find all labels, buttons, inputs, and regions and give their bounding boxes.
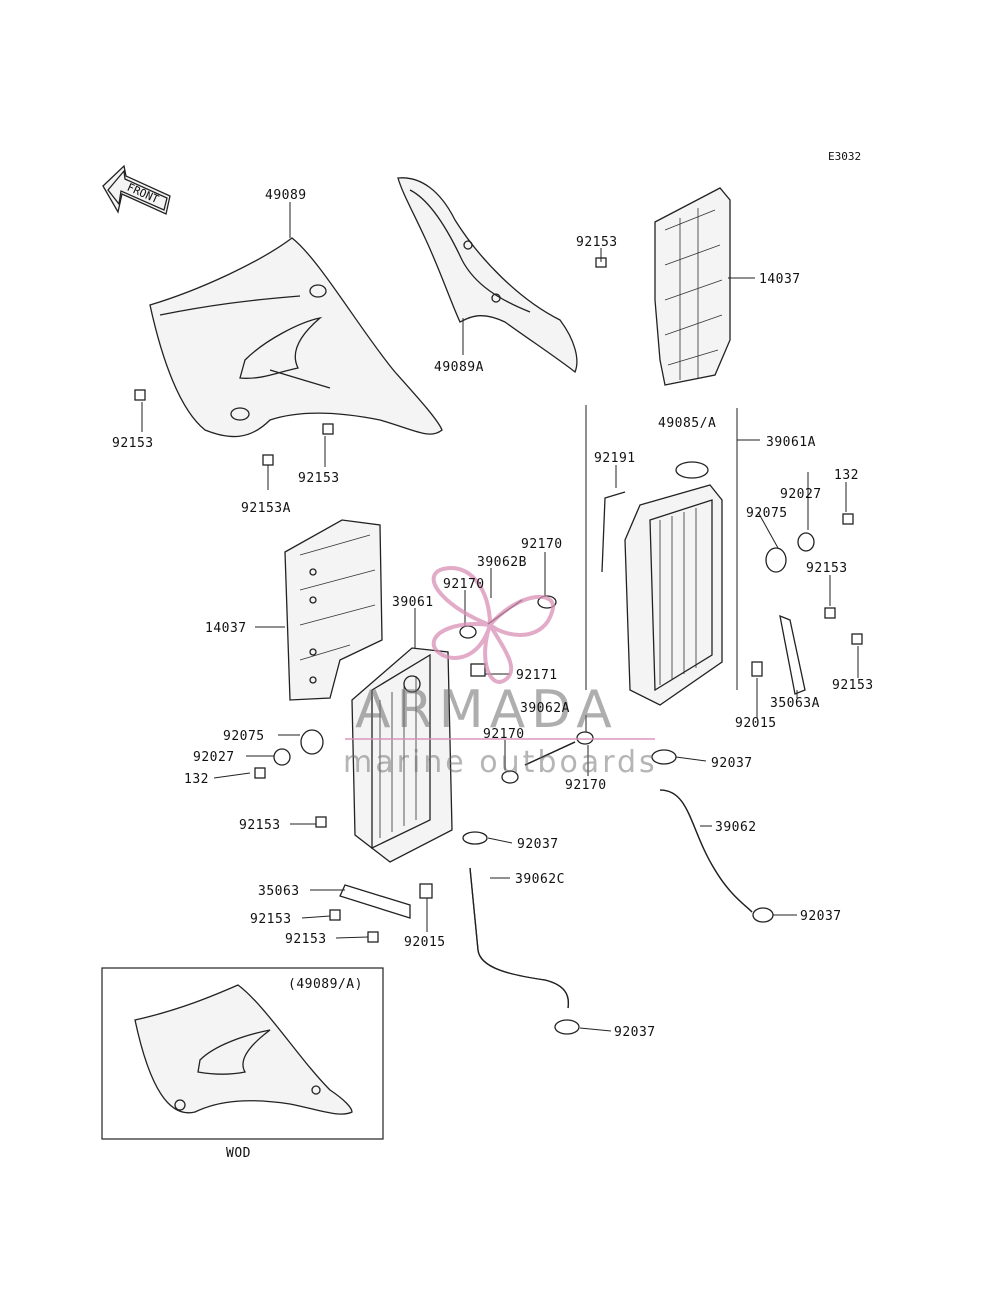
label-92015-right: 92015 [735,716,777,731]
label-132-right: 132 [834,468,859,483]
label-92191: 92191 [594,451,636,466]
hose-92191 [601,491,626,573]
label-92170-a: 92170 [521,537,563,552]
label-92027-left: 92027 [193,750,235,765]
label-35063: 35063 [258,884,300,899]
label-92170-b: 92170 [443,577,485,592]
radiator-guard-right-14037 [654,187,731,386]
watermark-tagline: marine outboards [343,745,658,780]
label-92153-r2: 92153 [832,678,874,693]
label-92027-right: 92027 [780,487,822,502]
label-92153-l2: 92153 [250,912,292,927]
radiator-shroud-49089 [149,237,443,438]
hose-39062A [524,741,576,766]
label-132-left: 132 [184,772,209,787]
label-92037-d: 92037 [614,1025,656,1040]
side-cover-49089A [397,177,578,374]
part-labels: 49089 49089A 92153 14037 92153 92153A 92… [112,188,874,1040]
label-92153-left: 92153 [112,436,154,451]
label-39062A: 39062A [520,701,570,716]
radiator-guard-left-14037 [284,519,383,701]
label-14037-right: 14037 [759,272,801,287]
inset-box: (49089/A) WOD [101,967,384,1161]
label-92037-c: 92037 [800,909,842,924]
propeller-logo-icon [431,566,556,684]
label-39061A: 39061A [766,435,816,450]
label-39061: 39061 [392,595,434,610]
label-49089: 49089 [265,188,307,203]
label-14037-left: 14037 [205,621,247,636]
front-arrow-icon: FRONT [102,164,171,215]
radiator-left-39061 [351,647,453,863]
watermark-brand: ARMADA [355,680,618,740]
inset-title: (49089/A) [288,977,363,992]
label-39062: 39062 [715,820,757,835]
hose-39062C [469,867,570,1009]
label-49085A: 49085/A [658,416,716,431]
label-35063A: 35063A [770,696,820,711]
label-92153-mid: 92153 [298,471,340,486]
label-92153A: 92153A [241,501,291,516]
label-92153-l1: 92153 [239,818,281,833]
diagram-code: E3032 [828,150,861,163]
label-39062B: 39062B [477,555,527,570]
radiator-right-39061A [624,461,723,706]
label-92153-top: 92153 [576,235,618,250]
leader-lines [141,202,859,1032]
bolts [134,257,863,943]
label-92170-d: 92170 [565,778,607,793]
label-92170-c: 92170 [483,727,525,742]
label-49089A: 49089A [434,360,484,375]
armada-watermark: ARMADA marine outboards [343,566,658,780]
label-92153-l3: 92153 [285,932,327,947]
label-92171: 92171 [516,668,558,683]
hose-39062 [659,789,753,913]
label-92153-r1: 92153 [806,561,848,576]
label-92015-left: 92015 [404,935,446,950]
label-92037-a: 92037 [711,756,753,771]
inset-caption: WOD [226,1146,251,1161]
label-39062C: 39062C [515,872,565,887]
label-92037-b: 92037 [517,837,559,852]
label-92075-right: 92075 [746,506,788,521]
label-92075-left: 92075 [223,729,265,744]
